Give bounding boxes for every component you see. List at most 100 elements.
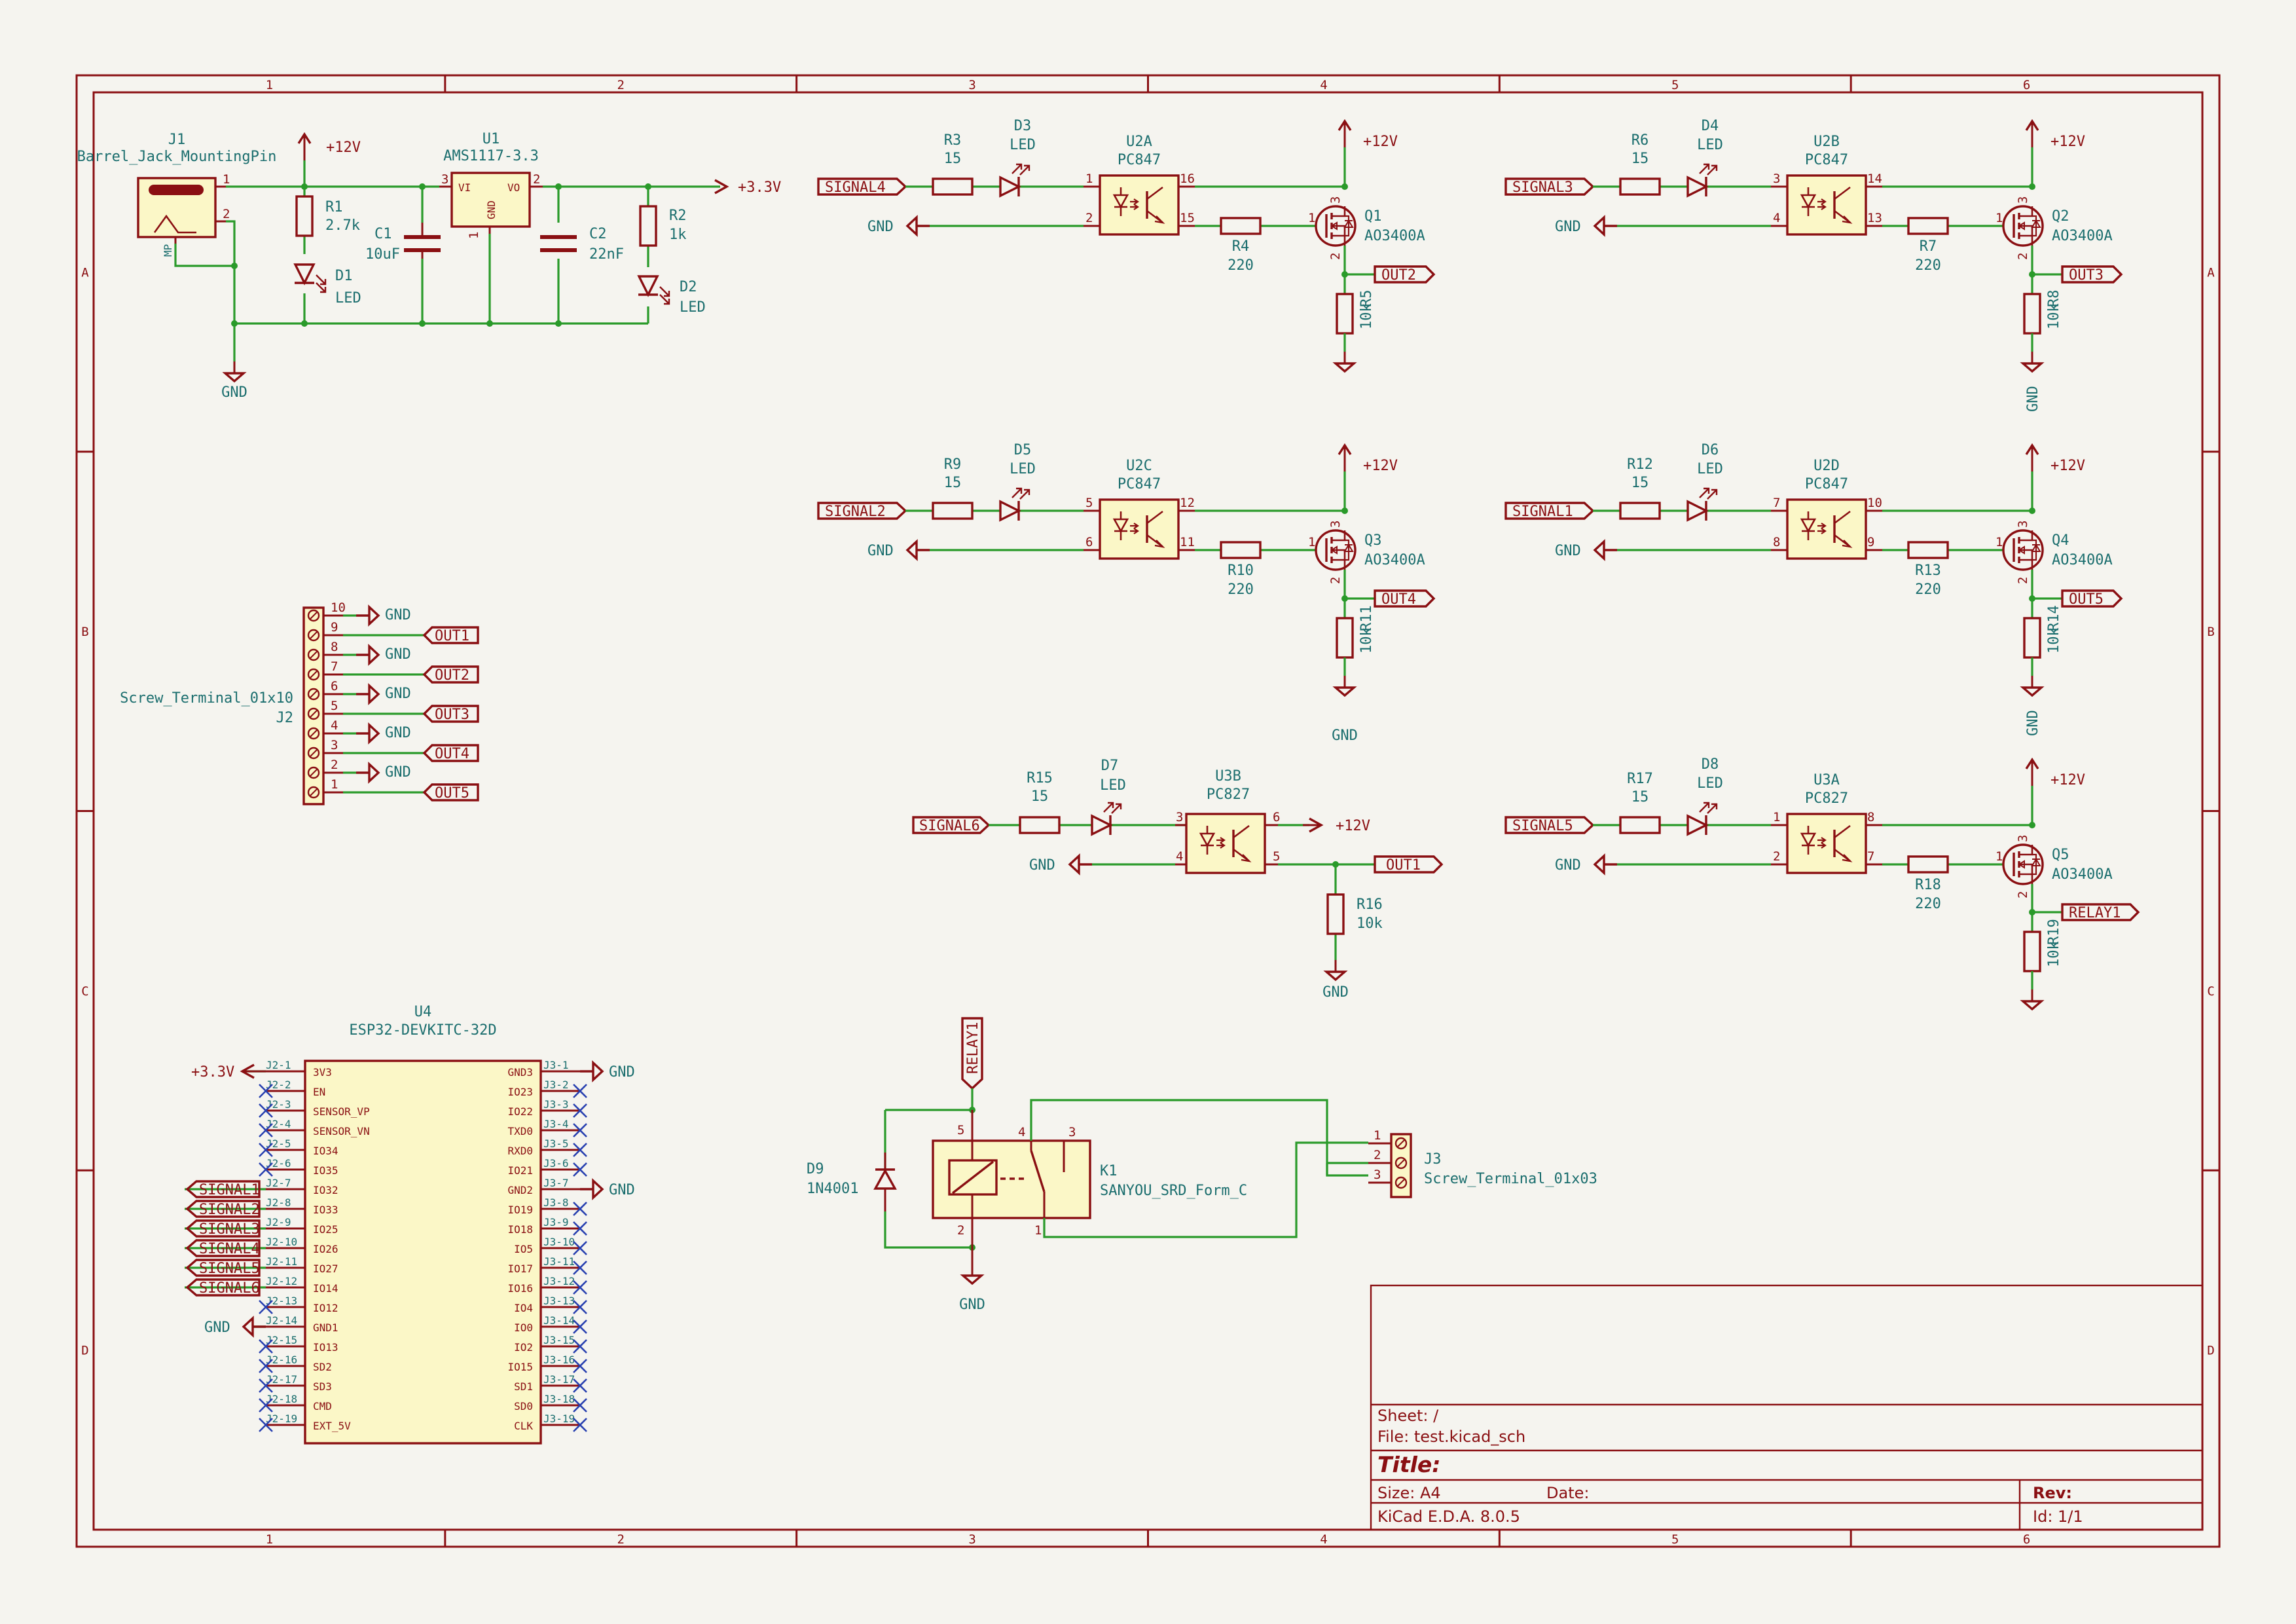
u4-pin-j3-2: J3-2: [543, 1079, 569, 1091]
u4-name-io18: IO18: [507, 1223, 533, 1236]
opto-pin-a-U2C: 5: [1085, 496, 1093, 510]
u4-pin-j2-7: J2-7: [266, 1177, 291, 1189]
u4-name-sd0: SD0: [514, 1400, 533, 1412]
u4-signal-label-signal6: SIGNAL6: [199, 1280, 260, 1297]
opto-pin-a-U2B: 3: [1773, 172, 1780, 186]
u3b-pin-k: 4: [1176, 849, 1183, 864]
j2-pin-3: 3: [331, 738, 338, 752]
u4-gnd-left-label: GND: [204, 1320, 230, 1336]
c1-ref: C1: [374, 226, 392, 242]
j2-pin-7: 7: [331, 659, 338, 674]
u4-pin-j2-10: J2-10: [266, 1236, 297, 1248]
d7-ref: D7: [1101, 758, 1119, 774]
out-label-out4: OUT4: [1381, 591, 1416, 608]
frame-row-right-B: B: [2207, 625, 2214, 639]
frame-row-left-B: B: [81, 625, 88, 639]
u4-pin-j2-17: J2-17: [266, 1373, 297, 1386]
opto-ref-U2D: U2D: [1813, 458, 1840, 474]
led-ref-D5: D5: [1014, 442, 1032, 458]
q-pin-s-Q3: 2: [1328, 577, 1343, 584]
q-value-Q3: AO3400A: [1364, 552, 1425, 568]
u1-ref: U1: [483, 131, 500, 147]
u4-name-sd3: SD3: [313, 1380, 332, 1393]
opto-value-U2A: PC847: [1118, 152, 1161, 168]
j2-net-out4: OUT4: [435, 746, 469, 762]
c2-ref: C2: [589, 226, 607, 242]
u4-name-io17: IO17: [507, 1263, 533, 1275]
rp-ref-R11: R11: [1358, 605, 1375, 631]
u4-pin-j2-3: J2-3: [266, 1098, 291, 1111]
q-pin-g-Q5: 1: [1995, 849, 2003, 864]
q-value-Q2: AO3400A: [2052, 228, 2113, 244]
opto-pin-a-U2A: 1: [1085, 172, 1093, 186]
u4-pin-j3-5: J3-5: [543, 1137, 569, 1150]
j3-pin1: 1: [1374, 1128, 1381, 1143]
rin-ref-R3: R3: [944, 132, 962, 149]
rin-ref-R17: R17: [1627, 771, 1653, 787]
opto-pin-e-U3A: 7: [1867, 849, 1874, 864]
opto-pin-c-U2D: 10: [1867, 496, 1882, 510]
k1-pin5: 5: [957, 1123, 964, 1137]
u4-pin-j3-15: J3-15: [543, 1334, 575, 1346]
ch6-out-label: OUT1: [1386, 857, 1421, 874]
r2-value: 1k: [669, 227, 687, 243]
u4-name-io34: IO34: [313, 1145, 338, 1157]
q-value-Q1: AO3400A: [1364, 228, 1425, 244]
signal-label-signal5: SIGNAL5: [1512, 818, 1573, 834]
led-value-D3: LED: [1010, 137, 1036, 153]
u4-pin-j3-14: J3-14: [543, 1314, 575, 1327]
frame-col-top-2: 2: [617, 78, 625, 92]
gnd-bottom-Q2: GND: [2025, 386, 2041, 412]
rin-value-R17: 15: [1631, 789, 1649, 805]
q-pin-d-Q1: 3: [1328, 196, 1343, 204]
u4-signal-label-signal1: SIGNAL1: [199, 1182, 260, 1198]
u4-pin-j2-19: J2-19: [266, 1412, 297, 1425]
ch6-gnd-bottom: GND: [1322, 984, 1349, 1001]
j2-pin-5: 5: [331, 699, 338, 713]
opto-pin-k-U3A: 2: [1773, 849, 1780, 864]
frame-row-left-A: A: [81, 265, 89, 280]
rp-ref-R8: R8: [2046, 290, 2062, 308]
title-block: Sheet: / File: test.kicad_sch Title: Siz…: [1370, 1284, 2204, 1531]
tb-title: Title:: [1377, 1452, 1441, 1477]
p12v-Q5: +12V: [2050, 772, 2085, 788]
opto-ref-U2C: U2C: [1126, 458, 1152, 474]
tb-id: Id: 1/1: [2033, 1507, 2083, 1526]
opto-pin-k-U2D: 8: [1773, 535, 1780, 549]
q-pin-s-Q2: 2: [2016, 253, 2030, 260]
j1-ref: J1: [168, 132, 186, 148]
frame-row-right-A: A: [2207, 265, 2215, 280]
u4-pin-j3-8: J3-8: [543, 1196, 569, 1209]
u4-name-io26: IO26: [313, 1243, 338, 1255]
j1-pin2: 2: [223, 207, 230, 221]
u1-vi: VI: [458, 181, 471, 194]
u4-ref: U4: [414, 1004, 432, 1020]
u4-name-gnd1: GND1: [313, 1321, 338, 1334]
u4-name-io27: IO27: [313, 1263, 338, 1275]
rg-ref-R10: R10: [1228, 563, 1254, 579]
u1-vo: VO: [507, 181, 520, 194]
j3-value: Screw_Terminal_01x03: [1424, 1171, 1597, 1187]
u1-gnd: GND: [485, 200, 498, 219]
rp-value-R5: 10k: [1358, 303, 1375, 329]
r16-value: 10k: [1357, 915, 1383, 932]
k1-pin2: 2: [957, 1223, 964, 1238]
u4-pin-j3-18: J3-18: [543, 1393, 575, 1405]
opto-value-U2C: PC847: [1118, 476, 1161, 492]
u4-pin-j2-4: J2-4: [266, 1118, 291, 1130]
signal-label-signal3: SIGNAL3: [1512, 179, 1573, 196]
j2-net-out2: OUT2: [435, 667, 469, 684]
q-pin-s-Q5: 2: [2016, 891, 2030, 898]
u4-pin-j3-10: J3-10: [543, 1236, 575, 1248]
led-ref-D8: D8: [1702, 756, 1719, 773]
u4-name-clk: CLK: [514, 1420, 533, 1432]
q-pin-d-Q5: 3: [2016, 835, 2030, 842]
r2-ref: R2: [669, 208, 687, 224]
p12v-Q4: +12V: [2050, 458, 2085, 474]
opto-pin-c-U2B: 14: [1867, 172, 1882, 186]
p12v-Q2: +12V: [2050, 134, 2085, 150]
opto-pin-e-U2B: 13: [1867, 211, 1882, 225]
rg-value-R4: 220: [1228, 257, 1254, 274]
